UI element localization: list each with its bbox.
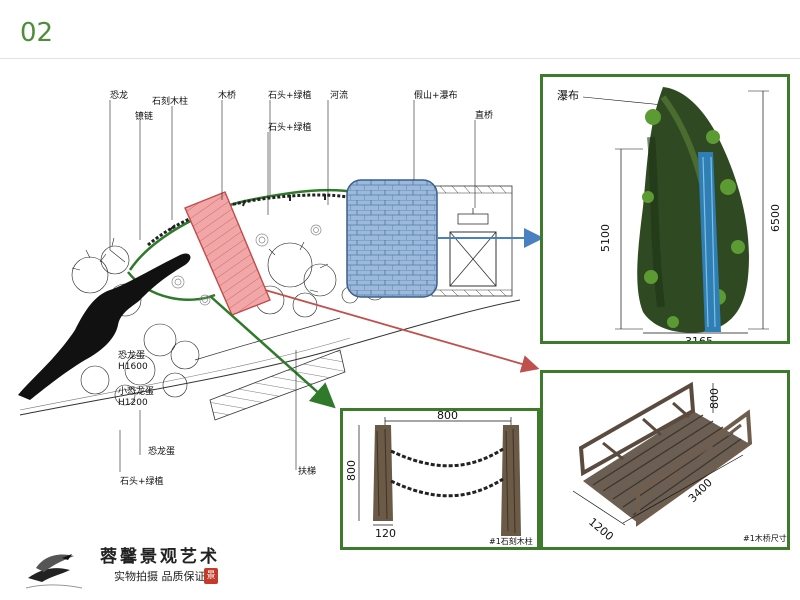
arrow-to-bridge	[264, 289, 540, 373]
bridge-panel-caption: #1木桥尺寸	[743, 533, 787, 543]
chain-panel-caption: #1石刻木柱	[489, 536, 533, 546]
bridge-detail-panel: 800 3400 1200 #1木桥尺寸	[540, 370, 790, 550]
brand-logo-area: 蓉馨景观艺术 实物拍摄 品质保证 景	[22, 538, 232, 594]
dinosaur-silhouette	[18, 253, 191, 400]
brand-name: 蓉馨景观艺术	[100, 547, 220, 567]
chain-line	[147, 193, 353, 247]
label-stone-plants-1: 石头+绿植	[268, 89, 312, 101]
leader-lines	[109, 100, 476, 472]
plant-cluster-center	[255, 241, 337, 318]
dim-chain-width: 800	[437, 411, 458, 422]
label-river: 河流	[330, 89, 348, 101]
dim-rockery-width: 3165	[685, 335, 713, 341]
label-dinosaur: 恐龙	[110, 89, 128, 101]
label-wood-bridge: 木桥	[218, 89, 236, 101]
stair-steps	[209, 349, 346, 421]
label-fountain: 直桥	[475, 109, 493, 121]
label-chain: 镣链	[135, 110, 153, 122]
rockery-waterfall-pond	[346, 179, 438, 298]
waterfall-detail-panel: 瀑布 5100 6500 3165	[540, 74, 790, 348]
label-stone-post: 石刻木柱	[152, 95, 188, 107]
left-wood-post	[373, 425, 393, 521]
dim-bridge-width: 1200	[586, 515, 616, 543]
right-wood-post	[501, 425, 521, 536]
label-dino-egg: 恐龙蛋	[148, 445, 175, 457]
dim-waterfall-height: 5100	[599, 224, 612, 252]
chain-post-illustration: 800 800 120 #1石刻木柱	[345, 409, 533, 546]
header-divider	[0, 58, 800, 59]
page-number: 02	[20, 18, 54, 48]
rockery-rock	[637, 87, 749, 333]
platform-outline	[431, 185, 513, 297]
bridge-deck	[583, 411, 748, 523]
upper-chain	[390, 447, 504, 468]
plant-cluster-lower	[80, 323, 200, 406]
bridge-illustration: 800 3400 1200 #1木桥尺寸	[572, 381, 787, 543]
bird-logo-icon	[25, 554, 83, 589]
waterfall-label: 瀑布	[557, 89, 579, 102]
wooden-bridge-plan	[184, 191, 271, 316]
label-stone-plants-3: 石头+绿植	[120, 475, 164, 487]
site-edge-line	[19, 299, 521, 416]
arrow-to-chain-post	[209, 295, 336, 409]
fountain-box	[449, 231, 497, 287]
bridge-rail-front	[636, 409, 753, 527]
waterfall-illustration: 瀑布 5100 6500 3165	[557, 87, 782, 348]
brand-slogan: 实物拍摄 品质保证	[114, 570, 206, 583]
river-ripples	[171, 224, 322, 306]
bridge-rail-back	[578, 381, 696, 477]
dim-post-width: 120	[375, 527, 396, 540]
label-stone-plants-2: 石头+绿植	[268, 121, 312, 133]
dim-chain-height: 800	[345, 460, 358, 481]
label-rockery-waterfall: 假山+瀑布	[414, 89, 458, 101]
dim-rockery-height: 6500	[769, 204, 782, 232]
dim-bridge-rail-height: 800	[708, 388, 721, 409]
label-handrail: 扶梯	[298, 465, 316, 477]
lower-chain	[390, 477, 504, 498]
brand-seal: 景	[204, 568, 218, 584]
chain-post-detail-panel: 800 800 120 #1石刻木柱	[340, 408, 540, 550]
